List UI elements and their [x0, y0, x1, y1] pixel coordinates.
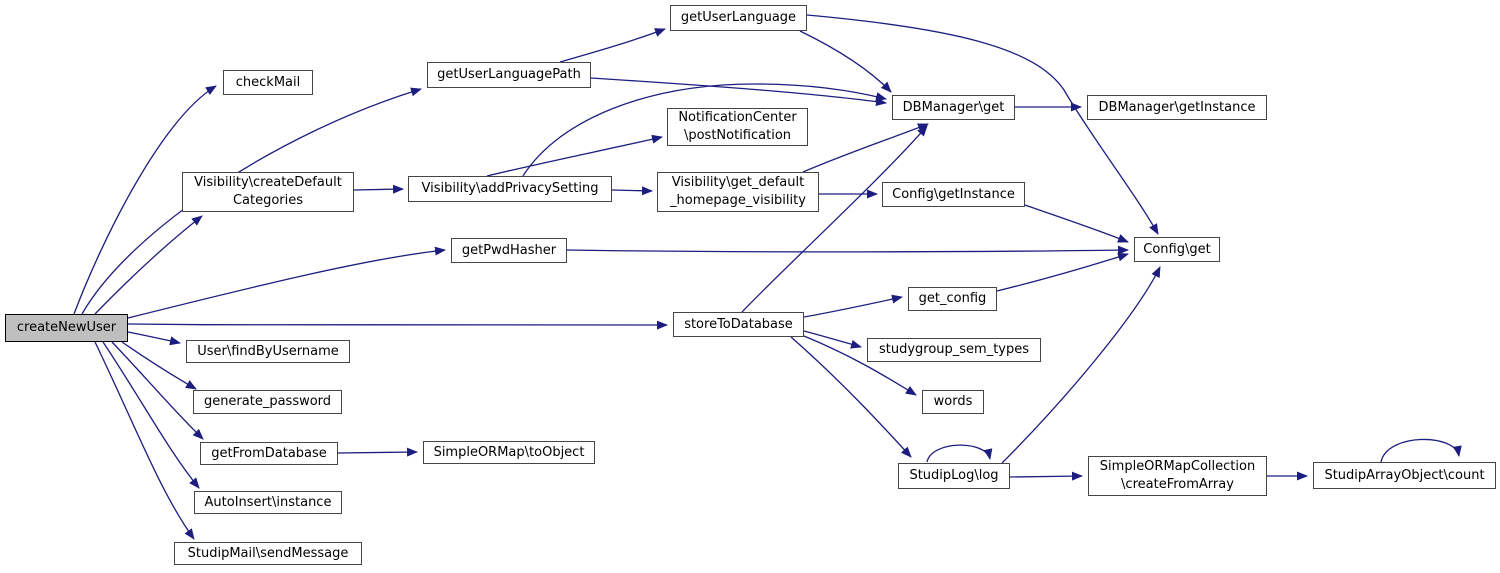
edge-storeToDatabase-to-getConfig — [803, 294, 903, 318]
edge-getUserLanguage-to-dbManagerGet — [799, 30, 892, 93]
node-label: DBManager\get — [902, 99, 1005, 115]
node-notificationCenterPostNotification[interactable]: NotificationCenter \postNotification — [667, 108, 808, 146]
edge-storeToDatabase-to-dbManagerGet — [741, 125, 928, 313]
node-label: Visibility\addPrivacySetting — [421, 181, 599, 197]
node-label: Visibility\createDefault Categories — [194, 175, 342, 208]
edge-studipLogLog-self — [926, 444, 993, 463]
node-visibilityAddPrivacySetting[interactable]: Visibility\addPrivacySetting — [408, 176, 612, 202]
node-label: SimpleORMapCollection \createFromArray — [1099, 459, 1256, 492]
edge-visibilityGetDefaultHomepageVisibility-to-dbManagerGet — [802, 123, 929, 173]
edge-createNewUser-to-getPwdHasher — [127, 246, 446, 319]
edge-createNewUser-to-getFromDatabase — [111, 341, 204, 440]
node-label: getPwdHasher — [461, 242, 557, 258]
node-label: storeToDatabase — [684, 316, 793, 332]
node-label: getFromDatabase — [211, 445, 327, 461]
node-label: words — [933, 394, 973, 410]
edge-getConfig-to-configGet — [996, 252, 1129, 292]
node-label: Config\getInstance — [892, 186, 1015, 202]
node-label: SimpleORMap\toObject — [433, 444, 585, 460]
edge-createNewUser-to-userFindByUsername — [127, 331, 181, 346]
node-generatePassword[interactable]: generate_password — [193, 390, 342, 414]
edge-createNewUser-to-autoInsertInstance — [102, 341, 200, 489]
node-dbManagerGetInstance[interactable]: DBManager\getInstance — [1087, 95, 1267, 120]
node-studipArrayObjectCount[interactable]: StudipArrayObject\count — [1313, 462, 1496, 489]
node-configGet[interactable]: Config\get — [1134, 237, 1220, 262]
node-checkMail[interactable]: checkMail — [223, 70, 313, 95]
edge-storeToDatabase-to-words — [803, 335, 917, 396]
node-label: Visibility\get_default _homepage_visibil… — [670, 175, 806, 208]
node-label: get_config — [918, 291, 987, 307]
node-simpleORMapToObject[interactable]: SimpleORMap\toObject — [423, 441, 595, 464]
edge-configGetInstance-to-configGet — [1024, 204, 1129, 243]
edge-visibilityAddPrivacySetting-to-dbManagerGet — [522, 83, 887, 177]
node-label: NotificationCenter \postNotification — [678, 110, 797, 143]
edge-visibilityAddPrivacySetting-to-visibilityGetDefaultHomepageVisibility — [611, 186, 653, 196]
edge-createNewUser-to-checkMail — [73, 85, 217, 315]
node-studygroupSemTypes[interactable]: studygroup_sem_types — [867, 338, 1041, 362]
edge-getUserLanguagePath-to-dbManagerGet — [590, 77, 887, 107]
edge-studipLogLog-to-simpleORMapCollectionCreateFromArray — [1009, 471, 1083, 481]
node-label: User\findByUsername — [197, 343, 339, 359]
node-label: studygroup_sem_types — [878, 342, 1030, 358]
node-userFindByUsername[interactable]: User\findByUsername — [186, 340, 350, 363]
node-label: getUserLanguagePath — [437, 67, 581, 83]
node-getUserLanguagePath[interactable]: getUserLanguagePath — [427, 62, 591, 88]
edge-getUserLanguage-to-configGet — [806, 14, 1159, 235]
node-label: DBManager\getInstance — [1098, 99, 1256, 115]
node-label: StudipMail\sendMessage — [187, 545, 349, 561]
node-label: Config\get — [1143, 241, 1211, 257]
node-createNewUser[interactable]: createNewUser — [5, 314, 128, 342]
edge-storeToDatabase-to-studygroupSemTypes — [803, 330, 862, 349]
node-label: getUserLanguage — [680, 10, 797, 26]
edge-createNewUser-to-storeToDatabase — [127, 320, 668, 330]
edge-studipArrayObjectCount-self — [1380, 438, 1462, 463]
node-label: checkMail — [235, 74, 301, 90]
node-getConfig[interactable]: get_config — [908, 287, 997, 311]
edge-createNewUser-to-generatePassword — [121, 341, 197, 390]
node-label: generate_password — [203, 394, 332, 410]
node-dbManagerGet[interactable]: DBManager\get — [892, 95, 1015, 120]
node-label: StudipLog\log — [909, 468, 999, 484]
edge-studipLogLog-to-configGet — [1001, 266, 1161, 464]
node-storeToDatabase[interactable]: storeToDatabase — [673, 312, 804, 337]
edge-getUserLanguagePath-to-getUserLanguage — [559, 28, 666, 63]
node-getFromDatabase[interactable]: getFromDatabase — [200, 442, 338, 465]
edge-getFromDatabase-to-simpleORMapToObject — [337, 447, 418, 457]
node-getPwdHasher[interactable]: getPwdHasher — [451, 238, 567, 263]
node-words[interactable]: words — [922, 390, 984, 414]
edge-visibilityAddPrivacySetting-to-notificationCenterPostNotification — [486, 134, 663, 177]
node-studipLogLog[interactable]: StudipLog\log — [898, 463, 1010, 489]
edge-visibilityCreateDefaultCategories-to-visibilityAddPrivacySetting — [353, 184, 404, 194]
node-getUserLanguage[interactable]: getUserLanguage — [670, 5, 807, 31]
node-label: createNewUser — [16, 320, 117, 336]
node-visibilityGetDefaultHomepageVisibility[interactable]: Visibility\get_default _homepage_visibil… — [657, 172, 819, 212]
node-visibilityCreateDefaultCategories[interactable]: Visibility\createDefault Categories — [182, 172, 354, 212]
edge-storeToDatabase-to-studipLogLog — [790, 336, 912, 458]
edge-createNewUser-to-studipMailSendMessage — [94, 341, 195, 540]
node-configGetInstance[interactable]: Config\getInstance — [882, 182, 1025, 207]
node-label: AutoInsert\instance — [204, 494, 332, 510]
edge-createNewUser-to-visibilityCreateDefaultCategories — [94, 215, 203, 315]
node-label: StudipArrayObject\count — [1324, 467, 1485, 483]
edge-getPwdHasher-to-configGet — [566, 245, 1129, 255]
node-studipMailSendMessage[interactable]: StudipMail\sendMessage — [174, 542, 362, 565]
node-simpleORMapCollectionCreateFromArray[interactable]: SimpleORMapCollection \createFromArray — [1088, 456, 1267, 496]
node-autoInsertInstance[interactable]: AutoInsert\instance — [194, 491, 342, 514]
